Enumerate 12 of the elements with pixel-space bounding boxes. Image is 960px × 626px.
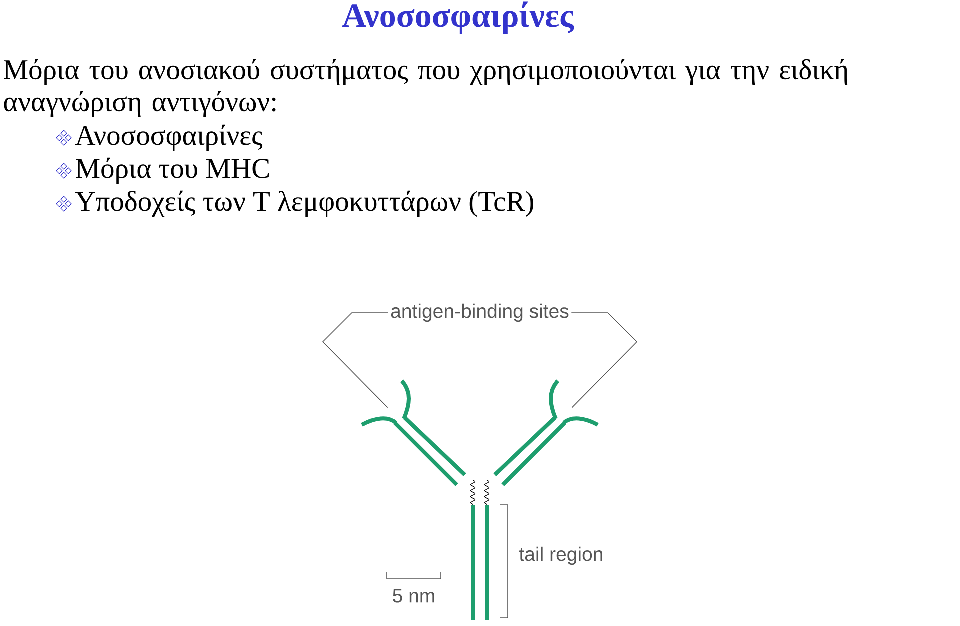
dimension-label: 5 nm <box>393 589 434 603</box>
leader-line <box>322 312 389 408</box>
title: Ανοσοσφαιρίνες <box>342 2 574 34</box>
list-item: Ανοσοσφαιρίνες <box>75 124 263 152</box>
list-item: Μόρια του MHC <box>76 158 270 184</box>
callout-label: antigen-binding sites <box>391 304 569 322</box>
binding-site <box>361 380 411 427</box>
list-item: Υποδοχείς των T λεμφοκυττάρων (TcR) <box>76 190 534 218</box>
part-label: tail region <box>520 546 602 566</box>
leader-line <box>571 312 638 408</box>
paragraph: Μόρια του ανοσιακού συστήματος που χρησιμοποιούνται για την ειδική αναγνώριση αντιγόνων: <box>4 59 848 118</box>
binding-site <box>549 380 599 427</box>
